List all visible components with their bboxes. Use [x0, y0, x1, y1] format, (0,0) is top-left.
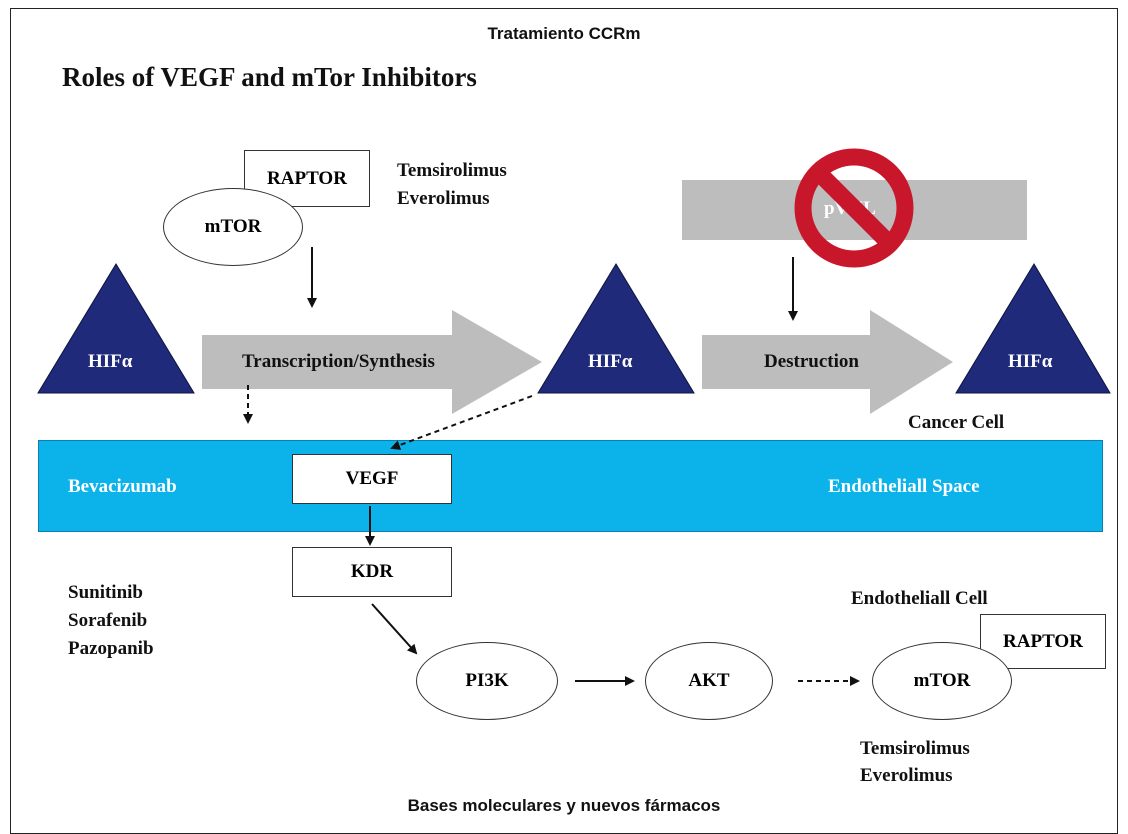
destruction-label: Destruction: [764, 351, 859, 372]
prohibition-sign-icon: [794, 148, 914, 268]
header-title: Tratamiento CCRm: [487, 24, 641, 43]
main-title: Roles of VEGF and mTor Inhibitors: [62, 62, 477, 92]
mtor-ellipse-bottom: mTOR: [872, 642, 1012, 720]
hif-label-2: HIFα: [588, 351, 633, 372]
hif-triangle-3: [955, 263, 1111, 394]
bevacizumab-label: Bevacizumab: [68, 476, 177, 497]
drug-sunitinib: Sunitinib: [68, 582, 143, 603]
endothelial-space-band: [38, 440, 1103, 532]
drug-sorafenib: Sorafenib: [68, 610, 148, 631]
hif-triangle-1: [37, 263, 195, 394]
destruction-arrow: [702, 310, 953, 414]
arrow-hif-to-vegf-dashed: [390, 395, 533, 450]
transcription-label: Transcription/Synthesis: [242, 351, 435, 372]
drug-everolimus-top: Everolimus: [397, 188, 490, 209]
hif-triangle-2: [537, 263, 695, 394]
drug-temsirolimus-bottom: Temsirolimus: [860, 738, 970, 759]
drug-temsirolimus-top: Temsirolimus: [397, 160, 507, 181]
endothelial-space-label: Endotheliall Space: [828, 476, 980, 497]
kdr-box: KDR: [292, 547, 452, 597]
endothelial-cell-label: Endotheliall Cell: [851, 588, 988, 609]
cancer-cell-label: Cancer Cell: [908, 412, 1005, 433]
mtor-ellipse-top: mTOR: [163, 188, 303, 266]
vegf-box: VEGF: [292, 454, 452, 504]
transcription-arrow: [202, 310, 542, 414]
arrow-kdr-to-pi3k: [371, 603, 418, 655]
hif-label-1: HIFα: [88, 351, 133, 372]
hif-label-3: HIFα: [1008, 351, 1053, 372]
drug-everolimus-bottom: Everolimus: [860, 765, 953, 786]
drug-pazopanib: Pazopanib: [68, 638, 154, 659]
akt-ellipse: AKT: [645, 642, 773, 720]
pi3k-ellipse: PI3K: [416, 642, 558, 720]
footer-title: Bases moleculares y nuevos fármacos: [407, 796, 721, 815]
